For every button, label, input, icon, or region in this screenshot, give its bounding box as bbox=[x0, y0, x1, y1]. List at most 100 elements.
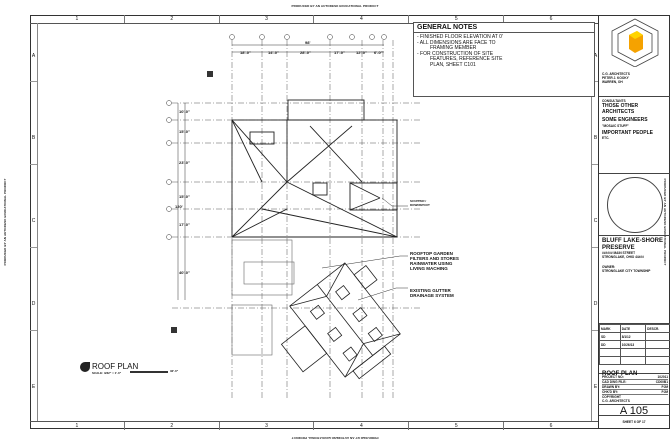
consultants-label: CONSULTANTS bbox=[602, 99, 626, 103]
grid-lines bbox=[172, 40, 420, 400]
info-value: PJM bbox=[661, 385, 668, 389]
info-row: PROJECT NO: 102011 bbox=[602, 375, 668, 380]
consultant-note: ETC. bbox=[602, 136, 610, 140]
rev-header: DESCR. bbox=[645, 324, 670, 333]
info-value: 102011 bbox=[657, 375, 668, 379]
project-info: PROJECT NO:102011 CAD DWG FILE:CD00B1 DR… bbox=[599, 374, 670, 416]
info-label: DRAWN BY: bbox=[602, 385, 621, 389]
row-label: D bbox=[593, 301, 598, 307]
note-line: - FOR CONSTRUCTION OF SITE bbox=[417, 50, 494, 57]
info-row: DRAWN BY: PJM bbox=[602, 385, 668, 390]
rooftop-garden-callout: ROOFTOP GARDEN FILTERS AND STORES RAINWA… bbox=[410, 251, 459, 271]
dim-label: 15'-0" bbox=[179, 129, 190, 134]
column-labels-top: 1 2 3 4 5 6 bbox=[30, 15, 598, 24]
scale-bar-end: 32'-0" bbox=[170, 369, 179, 373]
row-label: D bbox=[31, 301, 36, 307]
column-labels-bottom: 1 2 3 4 5 6 bbox=[30, 421, 598, 430]
row-label: E bbox=[31, 384, 36, 390]
note-line: - FINISHED FLOOR ELEVATION AT 0' bbox=[417, 34, 503, 40]
dim-label: 6'-0" bbox=[374, 50, 383, 55]
dim-label: 28'-0" bbox=[300, 50, 311, 55]
firm-name: C.G. ARCHITECTS bbox=[602, 72, 630, 76]
callout-line: ROOFTOP GARDEN bbox=[410, 251, 453, 256]
dim-label: 18'-0" bbox=[240, 50, 251, 55]
info-row: CHK'D BY:PJM bbox=[602, 390, 668, 395]
rev-cell bbox=[645, 340, 670, 349]
rev-cell bbox=[645, 348, 670, 357]
row-label: A bbox=[593, 53, 598, 59]
note-line: FRAMING MEMBER bbox=[430, 45, 477, 52]
firm-address-line: PETER J. KOOKY bbox=[602, 76, 629, 80]
row-divider bbox=[592, 247, 599, 248]
consultant-note: "MOSAIC STUFF" bbox=[602, 123, 629, 128]
consultant: IMPORTANT PEOPLE bbox=[602, 129, 654, 136]
project-name: BLUFF LAKE-SHORE PRESERVE bbox=[602, 238, 663, 251]
overall-vertical-dim: 120' bbox=[175, 204, 183, 209]
owner-label: OWNER: bbox=[602, 265, 616, 269]
col-label: 1 bbox=[30, 15, 125, 23]
consultant: THOSE OTHER ARCHITECTS bbox=[602, 103, 639, 115]
col-label: 5 bbox=[409, 422, 505, 430]
firm-logo-icon bbox=[611, 18, 659, 68]
col-label: 5 bbox=[409, 15, 505, 23]
rev-cell: 8/1/12 bbox=[619, 332, 647, 341]
dim-label: 17'-0" bbox=[334, 50, 345, 55]
info-label: PROJECT NO: bbox=[602, 375, 624, 379]
copyright: COPYRIGHT bbox=[602, 395, 621, 399]
rev-header: DATE bbox=[619, 324, 647, 333]
col-label: 4 bbox=[314, 422, 410, 430]
row-label: A bbox=[31, 53, 36, 59]
row-label: E bbox=[593, 384, 598, 390]
row-label: B bbox=[593, 135, 598, 141]
row-label: B bbox=[31, 135, 36, 141]
row-labels-right: A B C D E bbox=[591, 23, 599, 421]
col-label: 4 bbox=[314, 15, 410, 23]
view-title-marker-icon bbox=[80, 362, 90, 372]
title-block: C.G. ARCHITECTS PETER J. KOOKY WARREN, O… bbox=[598, 15, 670, 429]
sheet-title: ROOF PLAN bbox=[602, 371, 638, 377]
owner-name: STRONGLAKE CITY TOWNSHIP bbox=[602, 269, 651, 273]
sheet-of: SHEET 6 OF 17 bbox=[622, 420, 646, 424]
dim-label: 14'-0" bbox=[268, 50, 279, 55]
row-divider bbox=[592, 330, 599, 331]
row-labels-left: A B C D E bbox=[30, 23, 38, 421]
col-label: 3 bbox=[220, 15, 315, 23]
row-divider bbox=[30, 330, 37, 331]
project-address-line: ###### MAIN STREET bbox=[602, 251, 636, 255]
north-arrow-icon bbox=[171, 327, 177, 333]
rev-cell: DD bbox=[599, 340, 621, 349]
col-label: 6 bbox=[549, 423, 553, 429]
callout-line: RAINWATER USING bbox=[410, 261, 453, 266]
col-label: 1 bbox=[30, 422, 125, 430]
firm-address-line: WARREN, OH bbox=[602, 80, 623, 84]
rev-cell bbox=[619, 348, 647, 357]
dim-label: 23'-0" bbox=[179, 160, 190, 165]
consultant: SOME ENGINEERS bbox=[602, 117, 648, 123]
seal-block bbox=[599, 174, 670, 236]
project-address-line: STRONGLAKE, OHIO 44### bbox=[602, 255, 644, 259]
info-label: CHK'D BY: bbox=[602, 390, 619, 394]
plan-scale: SCALE: 3/32" = 1'-0" bbox=[92, 371, 122, 375]
row-divider bbox=[592, 81, 599, 82]
col-label: 2 bbox=[125, 15, 220, 23]
info-label: CAD DWG FILE: bbox=[602, 380, 627, 384]
general-notes: GENERAL NOTES - FINISHED FLOOR ELEVATION… bbox=[413, 22, 595, 97]
row-label: C bbox=[31, 218, 36, 224]
rev-cell: 10/26/13 bbox=[619, 340, 647, 349]
dim-label: 12'-0" bbox=[356, 50, 367, 55]
col-label: 3 bbox=[220, 422, 315, 430]
firm-block: C.G. ARCHITECTS PETER J. KOOKY WARREN, O… bbox=[599, 15, 670, 97]
north-arrow-icon bbox=[207, 71, 213, 77]
rev-cell bbox=[645, 332, 670, 341]
callout-line: SCUPPER / bbox=[410, 199, 427, 203]
rev-cell bbox=[599, 348, 621, 357]
scupper-callout: SCUPPER / DOWNSPOUT bbox=[410, 199, 430, 207]
dim-label: 15'-0" bbox=[179, 194, 190, 199]
dim-label: 40'-0" bbox=[179, 270, 190, 275]
row-label: C bbox=[593, 218, 598, 224]
rev-header: MARK bbox=[599, 324, 621, 333]
plan-title: ROOF PLAN bbox=[92, 362, 139, 371]
rev-cell bbox=[645, 356, 670, 365]
row-divider bbox=[30, 247, 37, 248]
